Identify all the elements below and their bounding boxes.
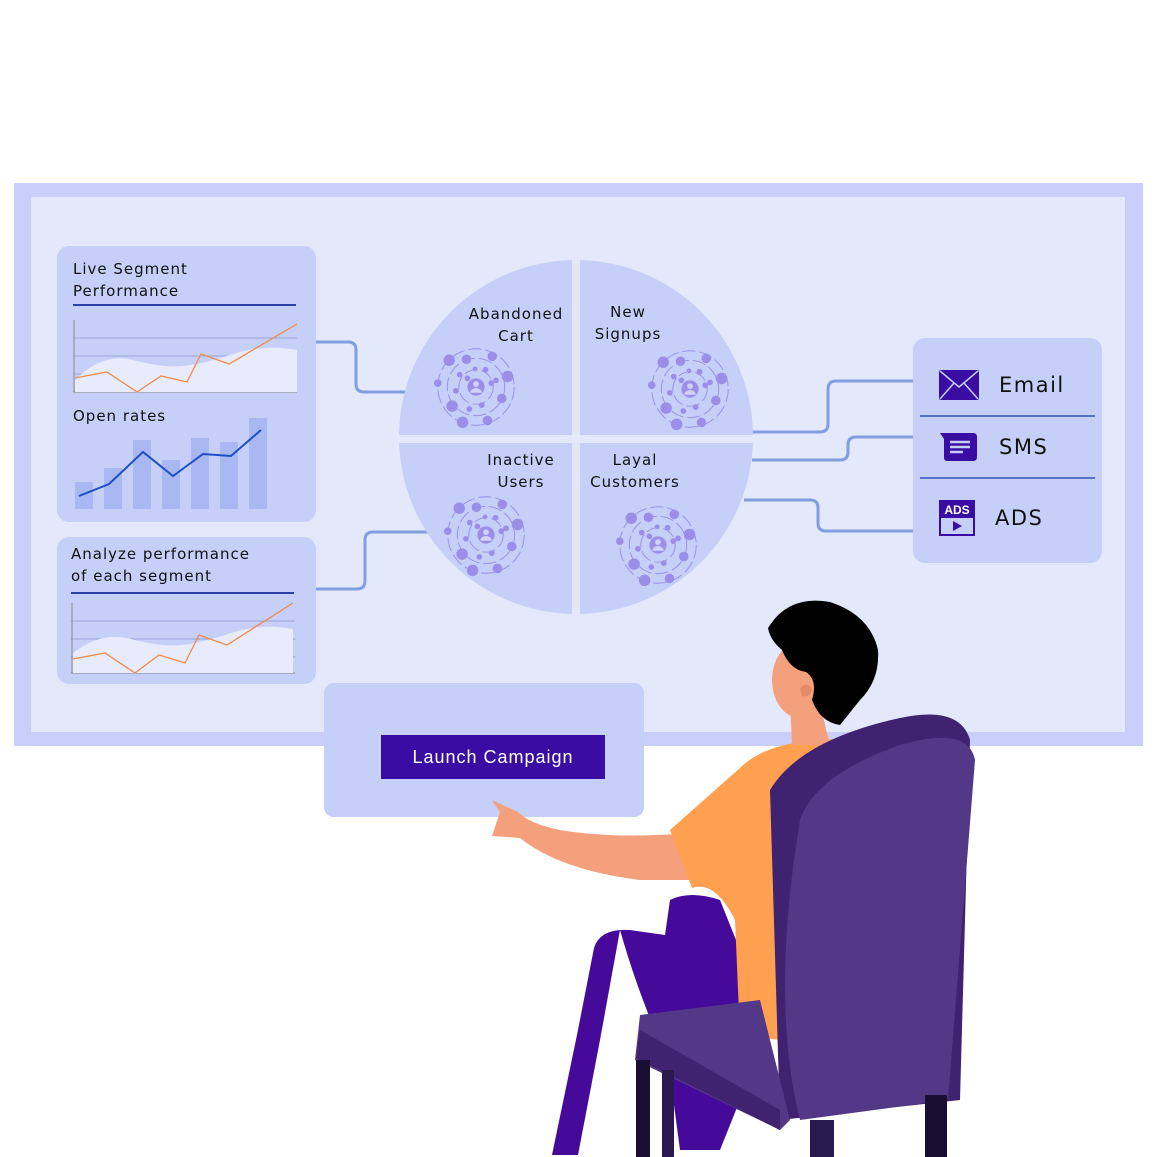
- arm: [492, 800, 700, 880]
- divider: [920, 415, 1095, 417]
- orange-trend-line: [74, 323, 297, 393]
- channel-sms[interactable]: SMS: [913, 417, 1102, 477]
- segment-label: Cart: [498, 327, 534, 345]
- title-underline: [71, 592, 294, 594]
- chair-leg: [810, 1120, 834, 1157]
- bar: [162, 460, 180, 509]
- panel-title-line1: Live Segment: [73, 260, 188, 278]
- connector-analyze: [316, 530, 428, 591]
- bar: [249, 418, 267, 509]
- orange-trend-line: [72, 603, 294, 674]
- chair-leg: [636, 1060, 650, 1157]
- segments-pie: [399, 260, 755, 616]
- segment-inactive-users[interactable]: Inactive Users: [478, 449, 564, 493]
- chair-back: [785, 737, 975, 1120]
- chat-message-icon: [940, 433, 977, 461]
- segment-label: New: [610, 303, 646, 321]
- analyze-panel: Analyze performance of each segment: [57, 537, 316, 684]
- connector-live-segment: [316, 340, 406, 394]
- segment-label: Users: [497, 473, 545, 491]
- segment-label: Layal: [612, 451, 658, 469]
- divider: [920, 477, 1095, 479]
- panel-title-line2: Performance: [73, 282, 180, 300]
- ear: [800, 684, 812, 697]
- hair: [768, 600, 879, 725]
- connector-sms: [752, 435, 913, 462]
- bar: [75, 482, 93, 509]
- bar: [191, 438, 209, 509]
- channel-label: ADS: [995, 506, 1044, 530]
- channels-panel: Email SMS ADS ADS: [913, 338, 1102, 563]
- segment-label: Customers: [590, 473, 680, 491]
- segment-line-chart: [73, 320, 297, 393]
- bar: [104, 468, 122, 509]
- segment-label: Inactive: [487, 451, 555, 469]
- segment-loyal-customers[interactable]: Layal Customers: [583, 449, 687, 493]
- segment-new-signups[interactable]: New Signups: [586, 301, 670, 345]
- panel-title-line2: of each segment: [71, 567, 212, 585]
- open-rates-bar-chart: [75, 418, 267, 509]
- connector-email: [752, 379, 913, 434]
- connector-ads: [744, 498, 913, 533]
- segment-abandoned-cart[interactable]: Abandoned Cart: [458, 303, 574, 347]
- segment-label: Abandoned: [468, 305, 564, 323]
- channel-email[interactable]: Email: [913, 355, 1102, 415]
- live-segment-panel: Live Segment Performance Open rates: [57, 246, 316, 522]
- panel-title-line1: Analyze performance: [71, 545, 250, 563]
- channel-label: SMS: [999, 435, 1049, 459]
- ads-video-icon: ADS: [939, 500, 975, 536]
- blue-trend-line: [78, 429, 262, 497]
- segment-label: Signups: [594, 325, 662, 343]
- segment-line-chart: [71, 603, 295, 674]
- envelope-icon: [939, 370, 979, 400]
- title-underline: [73, 304, 296, 306]
- bar: [220, 442, 238, 509]
- launch-campaign-button[interactable]: Launch Campaign: [381, 735, 605, 779]
- chair-leg: [662, 1070, 674, 1157]
- ads-icon-text: ADS: [944, 503, 970, 517]
- channel-label: Email: [999, 373, 1065, 397]
- chair-leg: [925, 1095, 947, 1157]
- open-rates-label: Open rates: [73, 407, 167, 425]
- channel-ads[interactable]: ADS ADS: [913, 479, 1102, 557]
